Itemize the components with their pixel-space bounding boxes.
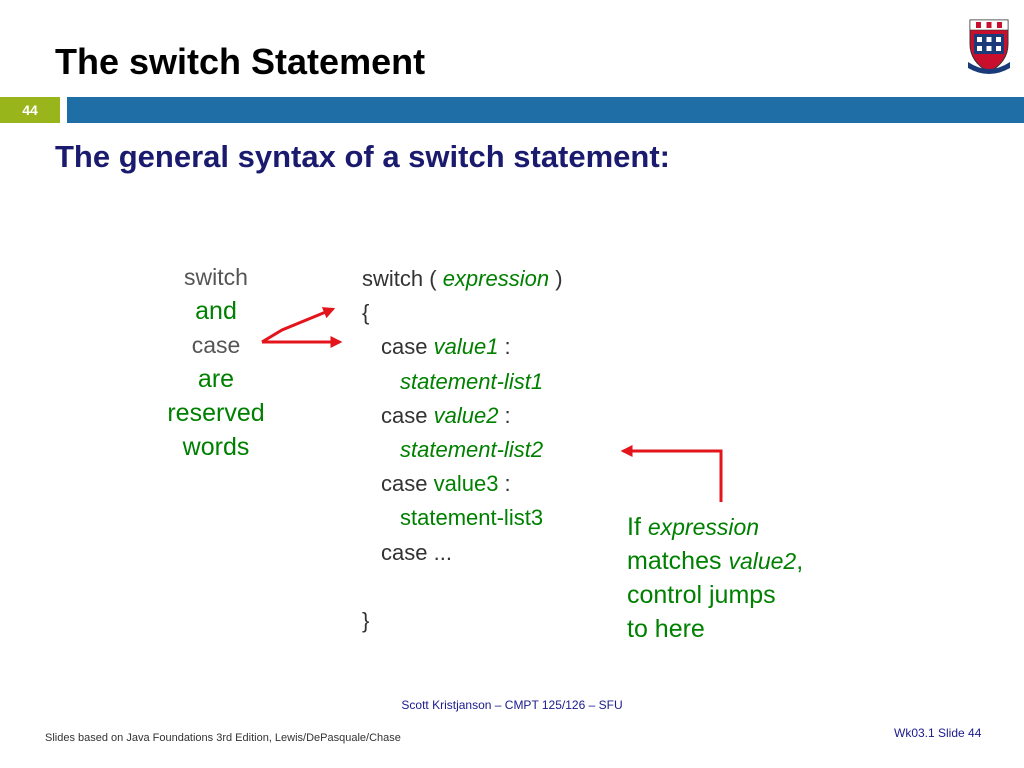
code-value2: value2 [433,402,499,428]
code-statement-list2: statement-list2 [400,436,544,462]
note-reserved: reserved [167,399,265,427]
slide-number: 44 [22,102,38,118]
jump-explanation-note: If expression matches value2, control ju… [627,510,803,646]
note-expression: expression [647,514,760,540]
code-value3: value3 [433,471,499,497]
note-switch-keyword: switch [184,264,248,290]
note-comma: , [796,547,804,575]
reserved-words-note: switch and case are reserved words [136,260,296,464]
code-statement-list1: statement-list1 [400,368,544,394]
code-line-case3: case value3 : [362,467,563,501]
code-expression: expression [442,266,550,291]
footer-author: Scott Kristjanson – CMPT 125/126 – SFU [401,698,623,712]
code-line-stmt2: statement-list2 [362,433,563,467]
slide-number-badge: 44 [0,97,60,123]
code-colon: : [498,402,511,428]
note-matches: matches [627,547,729,575]
code-line-blank [362,570,563,604]
code-colon: : [498,471,511,497]
code-case-keyword: case [381,334,434,360]
code-line-stmt3: statement-list3 [362,501,563,535]
header-bar [67,97,1024,123]
code-close-paren: ) [549,266,563,291]
code-value1: value1 [433,334,499,360]
arrow-to-statement-list2 [620,445,723,502]
note-if: If [627,513,648,541]
note-line-if-expression: If expression [627,510,803,544]
note-value2: value2 [728,548,797,574]
note-line-to-here: to here [627,615,705,643]
code-line-stmt1: statement-list1 [362,365,563,399]
note-line-matches: matches value2, [627,544,803,578]
switch-syntax-code: switch ( expression ) { case value1 : st… [362,262,563,638]
code-colon: : [498,334,511,360]
code-statement-list3: statement-list3 [400,505,544,531]
university-crest-icon [968,19,1010,74]
code-case-keyword: case [381,471,434,497]
code-switch-keyword: switch ( [362,266,443,291]
code-line-open-brace: { [362,300,370,326]
code-line-case2: case value2 : [362,399,563,433]
note-words: words [182,433,250,461]
note-are: are [197,365,235,393]
code-case-keyword: case [381,539,434,565]
code-line-case1: case value1 : [362,330,563,364]
footer-slide-label: Wk03.1 Slide 44 [894,726,982,740]
slide-title: The switch Statement [55,41,426,82]
note-line-control-jumps: control jumps [627,581,776,609]
slide-subtitle: The general syntax of a switch statement… [55,139,671,174]
code-case-keyword: case [381,402,434,428]
footer-source: Slides based on Java Foundations 3rd Edi… [45,732,401,744]
note-case-keyword: case [191,332,241,358]
code-line-close-brace: } [362,607,370,633]
code-ellipsis: ... [433,539,452,565]
note-and: and [195,297,237,325]
code-line-case-ellipsis: case ... [362,536,563,570]
code-line-switch: switch ( expression ) [362,262,563,296]
